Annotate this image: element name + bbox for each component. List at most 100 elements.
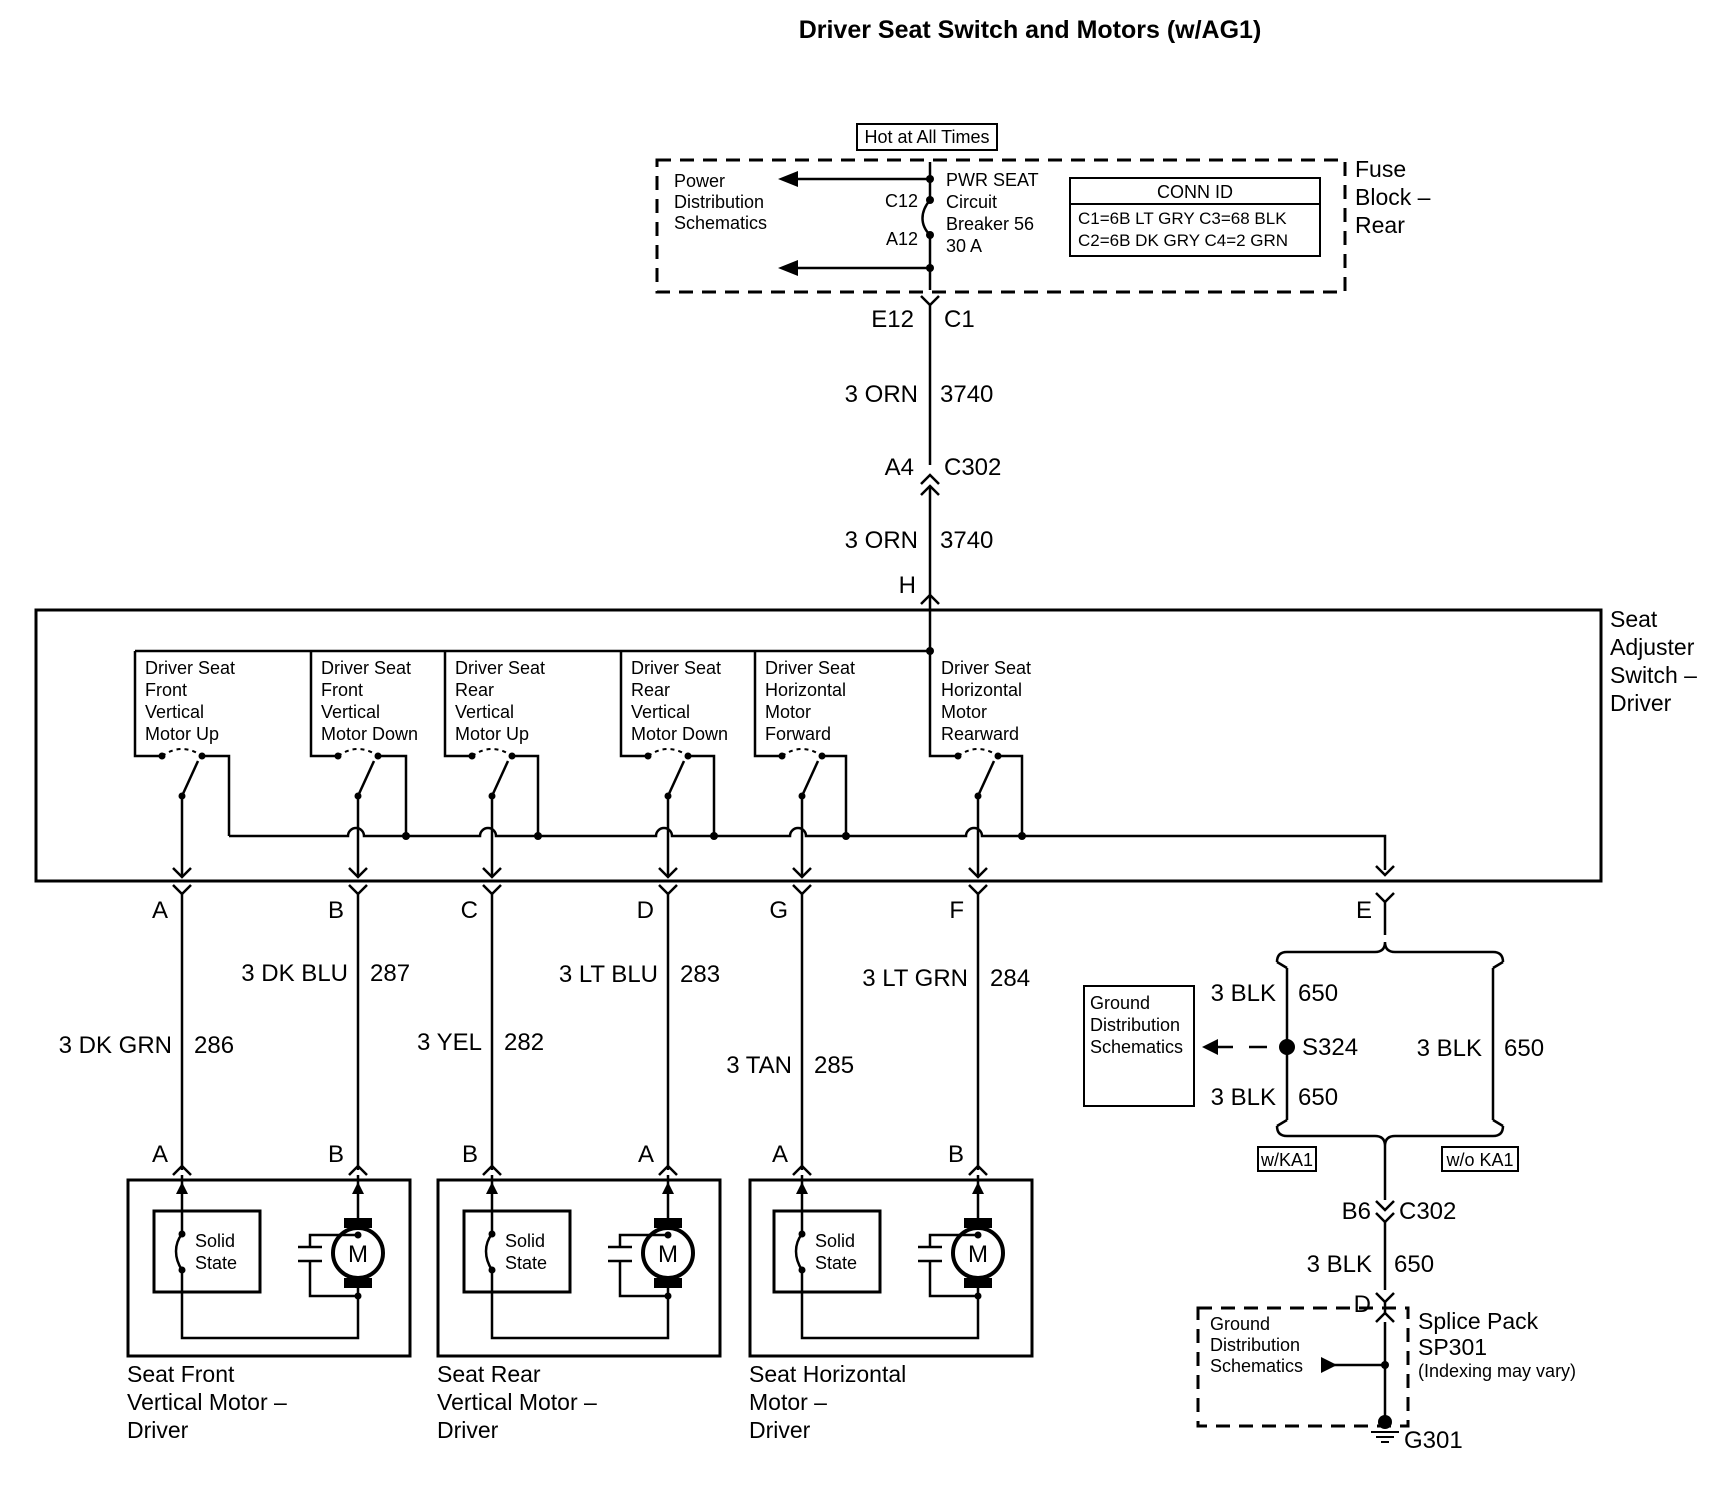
- motor-pin-a-1: A: [152, 1141, 168, 1168]
- switch-2-label-line-4: Motor Down: [321, 724, 418, 744]
- ground-icon: [1371, 1431, 1399, 1443]
- motor-pin-a-3: A: [772, 1141, 788, 1168]
- pin-h-label: H: [899, 572, 916, 599]
- connector-c302-ground-symbol: [1375, 1200, 1395, 1224]
- option-brace-bottom: [1275, 1125, 1505, 1147]
- wire-285-color: 3 TAN: [726, 1052, 792, 1079]
- ground-bus: [229, 826, 1387, 870]
- motor-brush-icon: [344, 1218, 372, 1228]
- breaker-label-line-3: Breaker 56: [946, 214, 1034, 234]
- switch-horizontal-forward: Driver Seat Horizontal Motor Forward: [753, 651, 855, 879]
- motor-2-name-line-2: Vertical Motor –: [437, 1389, 597, 1415]
- switch-rear-vertical-down: Driver Seat Rear Vertical Motor Down: [619, 651, 728, 879]
- diagram-title: Driver Seat Switch and Motors (w/AG1): [799, 16, 1262, 44]
- fuse-block-rear: Hot at All Times Power Distribution Sche…: [655, 123, 1431, 294]
- switch-4-label-line-2: Rear: [631, 680, 670, 700]
- arrow-left-icon: [778, 260, 798, 276]
- conn-id-row-2: C2=6B DK GRY C4=2 GRN: [1078, 231, 1288, 250]
- motor-1-m-label: M: [348, 1241, 368, 1268]
- switch-rear-vertical-up: Driver Seat Rear Vertical Motor Up: [443, 651, 545, 879]
- motor-pin-a-2: A: [638, 1141, 654, 1168]
- wire-284-color: 3 LT GRN: [862, 965, 968, 992]
- capacitor-icon: [918, 1245, 942, 1263]
- circuit-breaker-icon: [921, 199, 931, 236]
- switch-5-label-line-1: Driver Seat: [765, 658, 855, 678]
- wire-650-final-color: 3 BLK: [1307, 1251, 1372, 1278]
- power-distribution-line-1: Power: [674, 171, 725, 191]
- power-distribution-line-3: Schematics: [674, 213, 767, 233]
- motor-2-name-line-3: Driver: [437, 1417, 499, 1443]
- pin-a12-label: A12: [886, 229, 918, 249]
- switch-name-line-3: Switch –: [1610, 662, 1697, 688]
- seat-rear-vertical-motor: Solid State M Seat Rear Vertical Motor –…: [436, 1175, 722, 1443]
- output-pin-g: G: [769, 897, 788, 924]
- wire-287-color: 3 DK BLU: [241, 960, 348, 987]
- capacitor-icon: [298, 1245, 322, 1263]
- motor-3-name-line-2: Motor –: [749, 1389, 827, 1415]
- motor-brush-icon: [654, 1218, 682, 1228]
- conn-id-row-1: C1=6B LT GRY C3=68 BLK: [1078, 209, 1287, 228]
- solid-state-label-1b: State: [195, 1253, 237, 1273]
- switch-3-label-line-2: Rear: [455, 680, 494, 700]
- pin-d-label: D: [1354, 1291, 1371, 1318]
- seat-horizontal-motor: Solid State M Seat Horizontal Motor – Dr…: [748, 1175, 1034, 1443]
- output-pin-d: D: [637, 897, 654, 924]
- wire-283-color: 3 LT BLU: [559, 961, 658, 988]
- switch-4-label-line-3: Vertical: [631, 702, 690, 722]
- gds-box-line-1: Ground: [1090, 993, 1150, 1013]
- motor-2-m-label: M: [658, 1241, 678, 1268]
- connector-c302-ground-label: C302: [1399, 1198, 1456, 1225]
- splice-pack-id: SP301: [1418, 1334, 1487, 1360]
- motor-1-name-line-2: Vertical Motor –: [127, 1389, 287, 1415]
- splice-pack-gds-line-3: Schematics: [1210, 1356, 1303, 1376]
- wire-650-alt-circuit: 650: [1504, 1035, 1544, 1062]
- splice-pack-note: (Indexing may vary): [1418, 1361, 1576, 1381]
- switch-3-label-line-4: Motor Up: [455, 724, 529, 744]
- wire-650-alt-color: 3 BLK: [1417, 1035, 1482, 1062]
- switch-horizontal-rearward: Driver Seat Horizontal Motor Rearward: [928, 651, 1031, 879]
- motor-icon: [641, 1226, 695, 1280]
- hot-at-all-times-label: Hot at All Times: [864, 127, 989, 147]
- motor-2-name-line-1: Seat Rear: [437, 1361, 541, 1387]
- output-pin-e: E: [1356, 897, 1372, 924]
- option-without-ka1: w/o KA1: [1445, 1150, 1513, 1170]
- switch-4-label-line-1: Driver Seat: [631, 658, 721, 678]
- switch-1-label-line-4: Motor Up: [145, 724, 219, 744]
- arrow-left-icon: [778, 171, 798, 187]
- output-pin-b: B: [328, 897, 344, 924]
- solid-state-label-2a: Solid: [505, 1231, 545, 1251]
- pin-a4-label: A4: [885, 454, 914, 481]
- switch-1-label-line-2: Front: [145, 680, 187, 700]
- feed-wire-1-color: 3 ORN: [845, 381, 918, 408]
- motor-3-name-line-3: Driver: [749, 1417, 811, 1443]
- wire-650-bot-circuit: 650: [1298, 1084, 1338, 1111]
- motor-pin-b-2: B: [462, 1141, 478, 1168]
- switch-3-label-line-1: Driver Seat: [455, 658, 545, 678]
- motor-pin-b-3: B: [948, 1141, 964, 1168]
- switch-contact-icon: [957, 748, 999, 757]
- wire-282-circuit: 282: [504, 1029, 544, 1056]
- solid-state-switch-icon: [794, 1233, 804, 1271]
- splice-pack-name: Splice Pack: [1418, 1308, 1539, 1334]
- wire-282-color: 3 YEL: [417, 1029, 482, 1056]
- motor-3-m-label: M: [968, 1241, 988, 1268]
- wire-285-circuit: 285: [814, 1052, 854, 1079]
- wire-650-final-circuit: 650: [1394, 1251, 1434, 1278]
- switch-1-label-line-1: Driver Seat: [145, 658, 235, 678]
- switch-front-vertical-down: Driver Seat Front Vertical Motor Down: [309, 651, 418, 879]
- switch-6-label-line-3: Motor: [941, 702, 987, 722]
- wire-650-top-color: 3 BLK: [1211, 980, 1276, 1007]
- pin-e12-label: E12: [871, 306, 914, 333]
- switch-name-line-4: Driver: [1610, 690, 1672, 716]
- solid-state-switch-icon: [174, 1233, 184, 1271]
- switch-name-line-2: Adjuster: [1610, 634, 1695, 660]
- option-brace-top: [1275, 941, 1505, 963]
- arrow-right-icon: [1321, 1357, 1337, 1373]
- ground-g301-label: G301: [1404, 1427, 1463, 1454]
- solid-state-label-3a: Solid: [815, 1231, 855, 1251]
- splice-s324-dot: [1279, 1039, 1295, 1055]
- fuse-block-name-line-3: Rear: [1355, 212, 1405, 238]
- wire-287-circuit: 287: [370, 960, 410, 987]
- fuse-block-name-line-2: Block –: [1355, 184, 1431, 210]
